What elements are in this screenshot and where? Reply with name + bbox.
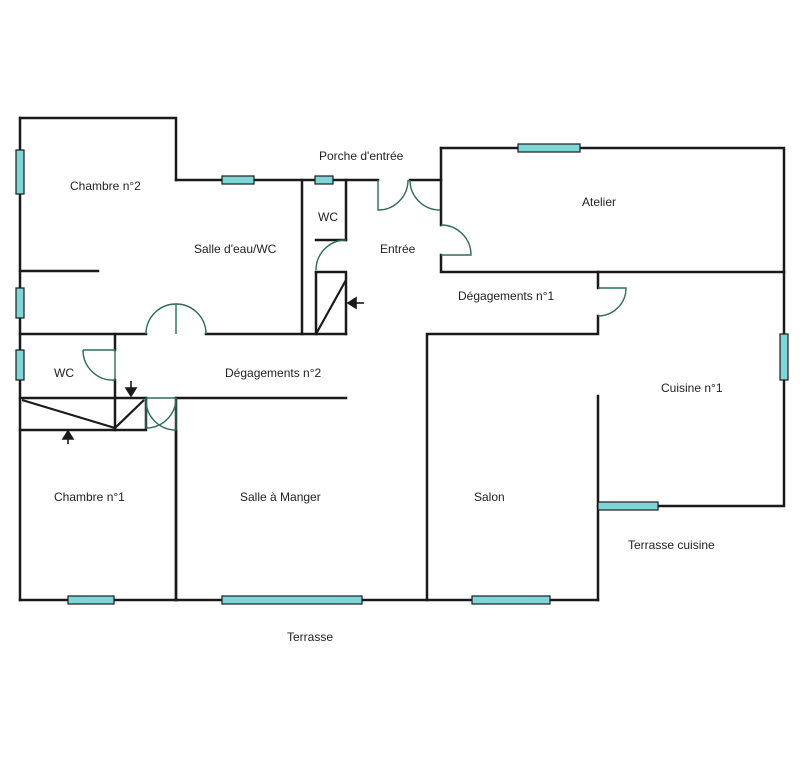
walls — [18, 116, 786, 602]
window-salle-manger — [221, 595, 363, 605]
arrow-left-stairs-down — [124, 381, 138, 398]
arrow-center-stairs — [346, 296, 364, 310]
label-chambre1: Chambre n°1 — [54, 490, 125, 504]
label-entree: Entrée — [380, 242, 416, 256]
window-atelier — [517, 143, 581, 153]
windows — [15, 143, 789, 605]
label-degagement2: Dégagements n°2 — [225, 366, 322, 380]
label-degagement1: Dégagements n°1 — [458, 289, 555, 303]
wall-chambre2-top — [18, 116, 178, 182]
window-chambre2-left — [15, 149, 25, 195]
door-chambre1-arc — [145, 398, 177, 431]
window-chambre2-left-lower — [15, 287, 25, 319]
label-terrasse-cuisine: Terrasse cuisine — [628, 538, 715, 552]
window-wc-left — [15, 349, 25, 381]
stair-diagonal-mid — [114, 399, 145, 429]
arrow-left-stairs-up — [61, 429, 75, 444]
label-salle-manger: Salle à Manger — [240, 490, 321, 504]
label-salle-eau: Salle d'eau/WC — [194, 242, 277, 256]
wall-stair-lower — [18, 396, 148, 432]
door-salle-eau — [175, 303, 207, 335]
door-wc-left — [82, 349, 116, 381]
window-chambre1 — [67, 595, 115, 605]
wall-atelier — [439, 146, 786, 274]
door-wc-top — [315, 239, 347, 271]
label-atelier: Atelier — [582, 195, 616, 209]
door-chambre1 — [145, 397, 177, 429]
window-cuisine-right — [779, 333, 789, 381]
label-terrasse: Terrasse — [287, 630, 333, 644]
window-wc-top — [314, 175, 334, 185]
window-cuisine-bottom — [597, 501, 659, 511]
label-salon: Salon — [474, 490, 505, 504]
stair-diagonal-center — [315, 279, 347, 335]
door-chambre2 — [145, 303, 177, 335]
label-porche: Porche d'entrée — [319, 149, 404, 163]
room-labels: Chambre n°2 Salle d'eau/WC WC Entrée Por… — [54, 149, 723, 644]
door-porch-right — [409, 179, 441, 211]
label-chambre2: Chambre n°2 — [70, 179, 141, 193]
label-cuisine: Cuisine n°1 — [661, 381, 723, 395]
wall-stair-box — [314, 270, 348, 336]
stair-arrows — [61, 296, 364, 444]
wall-cuisine-left-mid — [425, 314, 600, 602]
window-salon — [471, 595, 551, 605]
window-salle-eau — [221, 175, 255, 185]
door-atelier — [440, 224, 472, 256]
door-cuisine — [597, 287, 627, 317]
stair-diagonal-left — [21, 398, 116, 430]
label-wc-top: WC — [318, 210, 338, 224]
label-wc-left: WC — [54, 366, 74, 380]
stairs — [21, 279, 347, 430]
doors — [82, 179, 627, 431]
door-porch-left — [377, 179, 409, 211]
